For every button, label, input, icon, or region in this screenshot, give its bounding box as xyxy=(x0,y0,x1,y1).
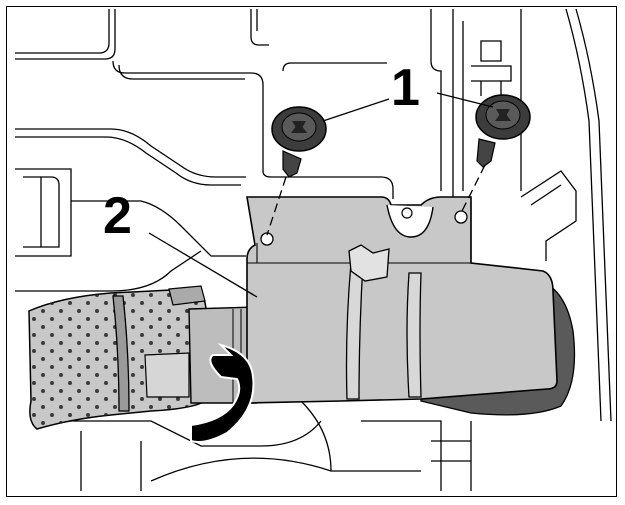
cover-hole-center xyxy=(401,207,413,219)
callout-label-1: 1 xyxy=(391,59,420,117)
curved-arrow-icon xyxy=(190,343,255,443)
insulation-tab xyxy=(168,285,206,306)
cover-screw-hole-right xyxy=(454,210,468,224)
tie-strap-right xyxy=(406,272,422,398)
callout-leaders xyxy=(148,92,494,298)
torx-screw-icon[interactable] xyxy=(475,94,531,168)
duct-bracket xyxy=(144,352,190,398)
exploded-view-diagram: 1 2 xyxy=(15,8,612,491)
callout-label-2: 2 xyxy=(103,187,132,245)
installation-guide-lines xyxy=(266,164,486,236)
tie-strap-left xyxy=(345,262,364,400)
illustration-frame: 1 2 xyxy=(6,6,617,497)
insulation-clamp xyxy=(112,295,130,412)
background-structure xyxy=(15,8,612,491)
cover-notch xyxy=(386,204,434,238)
torx-screw-icon[interactable] xyxy=(271,106,327,178)
tie-strap-buckle xyxy=(348,244,390,282)
heat-shield-cover[interactable] xyxy=(246,196,558,404)
